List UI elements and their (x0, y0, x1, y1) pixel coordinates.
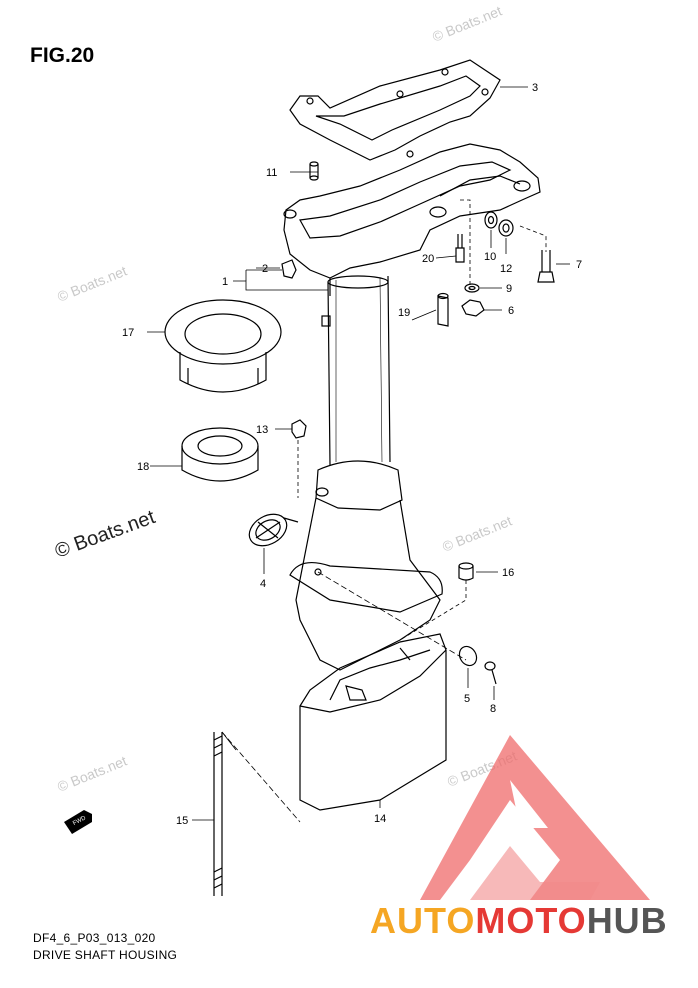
brand-part-auto: AUTO (370, 900, 476, 941)
callout-5: 5 (464, 693, 470, 705)
callout-19: 19 (398, 307, 410, 319)
part-9-washer (464, 283, 480, 293)
part-16-cap (458, 562, 474, 581)
callout-3: 3 (532, 82, 538, 94)
part-10-washer (484, 211, 498, 229)
callout-12: 12 (500, 263, 512, 275)
callout-6: 6 (508, 305, 514, 317)
callout-18: 18 (137, 461, 149, 473)
part-7-bolt (537, 250, 555, 283)
callout-8: 8 (490, 703, 496, 715)
callout-17: 17 (122, 327, 134, 339)
fwd-arrow-icon: FWD (64, 810, 92, 834)
callout-1: 1 (222, 276, 228, 288)
part-housing-flange (283, 143, 541, 296)
part-lower-cover (299, 633, 447, 811)
part-5-grommet (458, 645, 478, 667)
brand-logo-icon (420, 735, 650, 900)
part-8-screw (484, 661, 497, 685)
diagram-code: DF4_6_P03_013_020 (33, 931, 156, 945)
part-12-plug (498, 219, 514, 237)
part-gasket (289, 59, 501, 161)
callout-9: 9 (506, 283, 512, 295)
brand-part-hub: HUB (586, 900, 668, 941)
brand-part-moto: MOTO (475, 900, 587, 941)
part-6-nut (461, 299, 485, 317)
part-drive-shaft-tube (321, 275, 391, 466)
part-15-stud (213, 732, 223, 896)
part-11-dowel (309, 161, 319, 181)
callout-13: 13 (256, 424, 268, 436)
part-2-fitting (281, 259, 297, 279)
callout-2: 2 (262, 263, 268, 275)
part-19-pin (437, 292, 449, 327)
part-20-bolt (455, 234, 465, 263)
callout-20: 20 (422, 253, 434, 265)
callout-7: 7 (576, 259, 582, 271)
figure-title: FIG.20 (30, 44, 95, 67)
leader-lines (147, 86, 570, 823)
part-17-rubber-mount (164, 299, 282, 393)
callout-10: 10 (484, 251, 496, 263)
callout-16: 16 (502, 567, 514, 579)
callout-14: 14 (374, 813, 386, 825)
diagram-caption: DRIVE SHAFT HOUSING (33, 948, 178, 962)
callout-15: 15 (176, 815, 188, 827)
part-18-bushing (181, 427, 259, 482)
callout-4: 4 (260, 578, 266, 590)
part-4-plate (248, 513, 299, 547)
brand-wordmark: AUTOMOTOHUB (370, 900, 668, 942)
part-13-plug (291, 419, 307, 439)
callout-11: 11 (266, 167, 277, 179)
